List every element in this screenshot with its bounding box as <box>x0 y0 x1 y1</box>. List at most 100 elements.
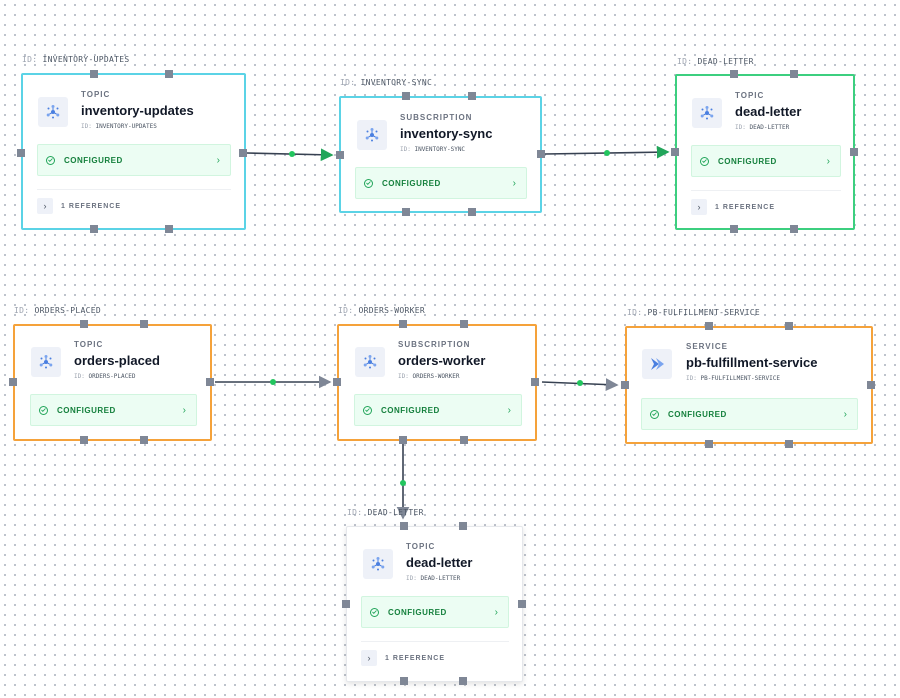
node-handle[interactable] <box>342 600 350 608</box>
node-handle[interactable] <box>399 436 407 444</box>
node-handle[interactable] <box>80 320 88 328</box>
node-handle[interactable] <box>140 320 148 328</box>
pubsub-icon <box>38 97 68 127</box>
node-sub-id: ID: DEAD-LETTER <box>406 575 461 582</box>
node-handle[interactable] <box>460 436 468 444</box>
id-label: ID: DEAD-LETTER <box>677 57 754 66</box>
node-handle[interactable] <box>206 378 214 386</box>
check-circle-icon <box>370 607 379 617</box>
node-handle[interactable] <box>90 225 98 233</box>
node-handle[interactable] <box>402 92 410 100</box>
edge-orders-worker-to-dead-letter[interactable] <box>396 444 410 520</box>
node-handle[interactable] <box>17 149 25 157</box>
status-configured[interactable]: CONFIGURED › <box>37 144 231 176</box>
node-handle[interactable] <box>90 70 98 78</box>
node-kind: TOPIC <box>735 91 765 100</box>
node-sub-id: ID: INVENTORY-UPDATES <box>81 123 157 130</box>
node-handle[interactable] <box>140 436 148 444</box>
chevron-right-icon: › <box>182 404 186 416</box>
node-handle[interactable] <box>867 381 875 389</box>
node-name: orders-placed <box>74 353 160 368</box>
node-sub-id: ID: DEAD-LETTER <box>735 124 790 131</box>
id-label: ID: DEAD-LETTER <box>347 508 424 517</box>
status-configured[interactable]: CONFIGURED › <box>361 596 509 628</box>
node-inventory-updates[interactable]: TOPIC inventory-updates ID: INVENTORY-UP… <box>21 73 246 230</box>
node-handle[interactable] <box>671 148 679 156</box>
node-handle[interactable] <box>459 522 467 530</box>
node-handle[interactable] <box>730 70 738 78</box>
node-handle[interactable] <box>730 225 738 233</box>
node-orders-placed[interactable]: TOPIC orders-placed ID: ORDERS-PLACED CO… <box>13 324 212 441</box>
node-handle[interactable] <box>333 378 341 386</box>
chevron-right-icon: › <box>507 404 511 416</box>
chevron-right-icon: › <box>843 408 847 420</box>
node-kind: TOPIC <box>81 90 111 99</box>
edge-inventory-updates-to-inventory-sync[interactable] <box>246 148 334 162</box>
node-handle[interactable] <box>459 677 467 685</box>
node-kind: SERVICE <box>686 342 728 351</box>
node-handle[interactable] <box>399 320 407 328</box>
node-handle[interactable] <box>468 208 476 216</box>
chevron-right-icon: › <box>512 177 516 189</box>
node-handle[interactable] <box>705 322 713 330</box>
node-handle[interactable] <box>468 92 476 100</box>
node-name: dead-letter <box>735 104 802 119</box>
node-handle[interactable] <box>537 150 545 158</box>
node-orders-worker[interactable]: SUBSCRIPTION orders-worker ID: ORDERS-WO… <box>337 324 537 441</box>
node-handle[interactable] <box>460 320 468 328</box>
node-handle[interactable] <box>785 322 793 330</box>
chevron-right-icon: › <box>216 154 220 166</box>
node-name: pb-fulfillment-service <box>686 355 818 370</box>
node-handle[interactable] <box>80 436 88 444</box>
node-handle[interactable] <box>165 70 173 78</box>
node-kind: TOPIC <box>406 542 436 551</box>
node-sub-id: ID: PB-FULFILLMENT-SERVICE <box>686 375 780 382</box>
check-circle-icon <box>364 178 373 188</box>
edge-orders-worker-to-pb-fulfillment-service[interactable] <box>541 378 619 391</box>
pubsub-icon <box>355 347 385 377</box>
status-configured[interactable]: CONFIGURED › <box>355 167 527 199</box>
node-dead-letter[interactable]: TOPIC dead-letter ID: DEAD-LETTER CONFIG… <box>346 526 523 682</box>
node-handle[interactable] <box>402 208 410 216</box>
reference-row[interactable]: › 1 REFERENCE <box>361 641 509 666</box>
status-configured[interactable]: CONFIGURED › <box>691 145 841 177</box>
node-handle[interactable] <box>705 440 713 448</box>
reference-row[interactable]: › 1 REFERENCE <box>37 189 231 214</box>
status-configured[interactable]: CONFIGURED › <box>30 394 197 426</box>
node-dead-letter[interactable]: TOPIC dead-letter ID: DEAD-LETTER CONFIG… <box>675 74 855 230</box>
node-handle[interactable] <box>165 225 173 233</box>
pubsub-icon <box>31 347 61 377</box>
node-name: dead-letter <box>406 555 473 570</box>
node-name: inventory-sync <box>400 126 493 141</box>
id-label: ID: INVENTORY-UPDATES <box>22 55 130 64</box>
node-handle[interactable] <box>790 225 798 233</box>
node-handle[interactable] <box>621 381 629 389</box>
node-handle[interactable] <box>336 151 344 159</box>
pubsub-icon <box>692 98 722 128</box>
id-label: ID: INVENTORY-SYNC <box>340 78 433 87</box>
node-handle[interactable] <box>518 600 526 608</box>
chevron-right-icon: › <box>37 198 53 214</box>
node-handle[interactable] <box>400 522 408 530</box>
node-kind: SUBSCRIPTION <box>398 340 471 349</box>
node-handle[interactable] <box>400 677 408 685</box>
pubsub-icon <box>357 120 387 150</box>
node-kind: SUBSCRIPTION <box>400 113 473 122</box>
node-handle[interactable] <box>790 70 798 78</box>
node-handle[interactable] <box>850 148 858 156</box>
chevron-right-icon: › <box>691 199 707 215</box>
node-inventory-sync[interactable]: SUBSCRIPTION inventory-sync ID: INVENTOR… <box>339 96 542 213</box>
node-handle[interactable] <box>531 378 539 386</box>
edge-inventory-sync-to-dead-letter[interactable] <box>544 145 670 159</box>
node-handle[interactable] <box>239 149 247 157</box>
node-pb-fulfillment-service[interactable]: SERVICE pb-fulfillment-service ID: PB-FU… <box>625 326 873 444</box>
reference-row[interactable]: › 1 REFERENCE <box>691 190 841 215</box>
check-circle-icon <box>700 156 709 166</box>
status-configured[interactable]: CONFIGURED › <box>354 394 522 426</box>
status-configured[interactable]: CONFIGURED › <box>641 398 858 430</box>
pubsub-icon <box>363 549 393 579</box>
node-handle[interactable] <box>785 440 793 448</box>
check-circle-icon <box>46 155 55 165</box>
node-handle[interactable] <box>9 378 17 386</box>
edge-orders-placed-to-orders-worker[interactable] <box>215 375 332 389</box>
